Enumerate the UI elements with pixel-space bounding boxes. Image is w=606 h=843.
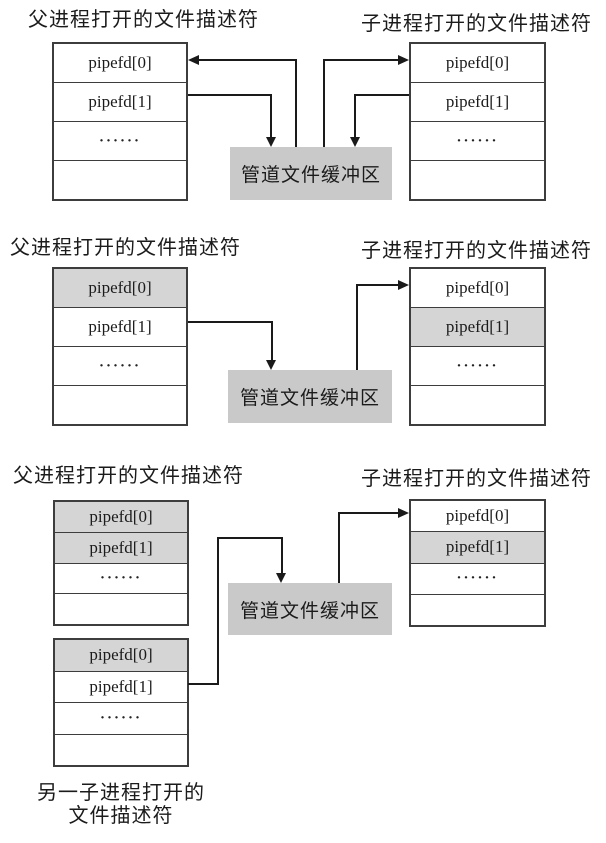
parent-fd-table: pipefd[0] pipefd[1] ······ — [52, 42, 188, 201]
fd-row-pipefd1: pipefd[1] — [411, 531, 544, 563]
fd-row-pipefd0: pipefd[0] — [411, 269, 544, 307]
pipe-buffer-label: 管道文件缓冲区 — [239, 600, 380, 622]
arrow-segment — [356, 284, 399, 286]
arrow-segment — [356, 284, 358, 370]
fd-row-ellipsis: ······ — [55, 702, 187, 734]
pipe-buffer-box: 管道文件缓冲区 — [228, 370, 392, 423]
child-fd-table: pipefd[0] pipefd[1] ······ — [409, 499, 546, 627]
fd-row-empty — [54, 160, 186, 199]
fd-row-pipefd0: pipefd[0] — [55, 640, 187, 671]
fd-row-empty — [411, 593, 544, 625]
fd-row-pipefd0: pipefd[0] — [54, 44, 186, 82]
arrow-segment — [188, 683, 219, 685]
fd-row-pipefd0: pipefd[0] — [55, 502, 187, 532]
arrow-segment — [188, 94, 272, 96]
fd-row-empty — [54, 385, 186, 424]
fd-row-empty — [411, 160, 544, 199]
pipe-buffer-label: 管道文件缓冲区 — [239, 388, 380, 409]
fd-row-pipefd1: pipefd[1] — [54, 307, 186, 346]
parent-process-title: 父进程打开的文件描述符 — [13, 465, 244, 487]
arrow-head — [350, 137, 360, 147]
fd-row-ellipsis: ······ — [54, 121, 186, 160]
fd-row-pipefd0: pipefd[0] — [411, 501, 544, 532]
other-child-caption: 另一子进程打开的 文件描述符 — [33, 782, 209, 828]
child-process-title: 子进程打开的文件描述符 — [361, 240, 592, 262]
child-fd-table: pipefd[0] pipefd[1] ······ — [409, 42, 546, 201]
fd-row-pipefd1: pipefd[1] — [55, 670, 187, 702]
pipe-buffer-label: 管道文件缓冲区 — [240, 165, 381, 186]
fd-row-ellipsis: ······ — [411, 346, 544, 385]
arrow-segment — [198, 59, 297, 61]
fd-row-ellipsis: ······ — [54, 346, 186, 385]
arrow-segment — [338, 512, 398, 514]
arrow-head — [398, 280, 409, 290]
arrow-head — [188, 55, 199, 65]
fd-row-pipefd1: pipefd[1] — [54, 82, 186, 121]
child-fd-table: pipefd[0] pipefd[1] ······ — [409, 267, 546, 426]
pipe-buffer-box: 管道文件缓冲区 — [230, 147, 392, 200]
other-child-fd-table: pipefd[0] pipefd[1] ······ — [53, 638, 189, 767]
parent-process-title: 父进程打开的文件描述符 — [10, 237, 241, 259]
arrow-segment — [295, 59, 297, 147]
arrow-head — [398, 508, 409, 518]
arrow-segment — [323, 59, 398, 61]
pipe-buffer-box: 管道文件缓冲区 — [228, 583, 392, 635]
fd-row-pipefd1: pipefd[1] — [55, 531, 187, 563]
arrow-head — [266, 137, 276, 147]
arrow-segment — [270, 94, 272, 137]
child-process-title: 子进程打开的文件描述符 — [361, 468, 592, 490]
arrow-segment — [354, 94, 409, 96]
arrow-segment — [271, 321, 273, 360]
arrow-segment — [323, 59, 325, 147]
fd-row-empty — [55, 593, 187, 624]
arrow-segment — [188, 321, 273, 323]
fd-row-ellipsis: ······ — [411, 562, 544, 594]
fd-row-ellipsis: ······ — [411, 121, 544, 160]
child-process-title: 子进程打开的文件描述符 — [361, 13, 592, 35]
arrow-head — [276, 573, 286, 583]
parent-process-title: 父进程打开的文件描述符 — [28, 9, 259, 31]
arrow-segment — [217, 537, 219, 685]
fd-row-empty — [411, 385, 544, 424]
fd-row-empty — [55, 733, 187, 765]
fd-row-ellipsis: ······ — [55, 562, 187, 594]
arrow-segment — [217, 537, 283, 539]
parent-fd-table: pipefd[0] pipefd[1] ······ — [53, 500, 189, 626]
fd-row-pipefd0: pipefd[0] — [411, 44, 544, 82]
fd-row-pipefd1: pipefd[1] — [411, 307, 544, 346]
parent-fd-table: pipefd[0] pipefd[1] ······ — [52, 267, 188, 426]
arrow-head — [266, 360, 276, 370]
other-child-caption-line2: 文件描述符 — [68, 805, 174, 827]
fd-row-pipefd0: pipefd[0] — [54, 269, 186, 307]
arrow-head — [398, 55, 409, 65]
arrow-segment — [281, 537, 283, 573]
other-child-caption-line1: 另一子进程打开的 — [37, 782, 205, 804]
fd-row-pipefd1: pipefd[1] — [411, 82, 544, 121]
arrow-segment — [354, 94, 356, 137]
arrow-segment — [338, 512, 340, 583]
